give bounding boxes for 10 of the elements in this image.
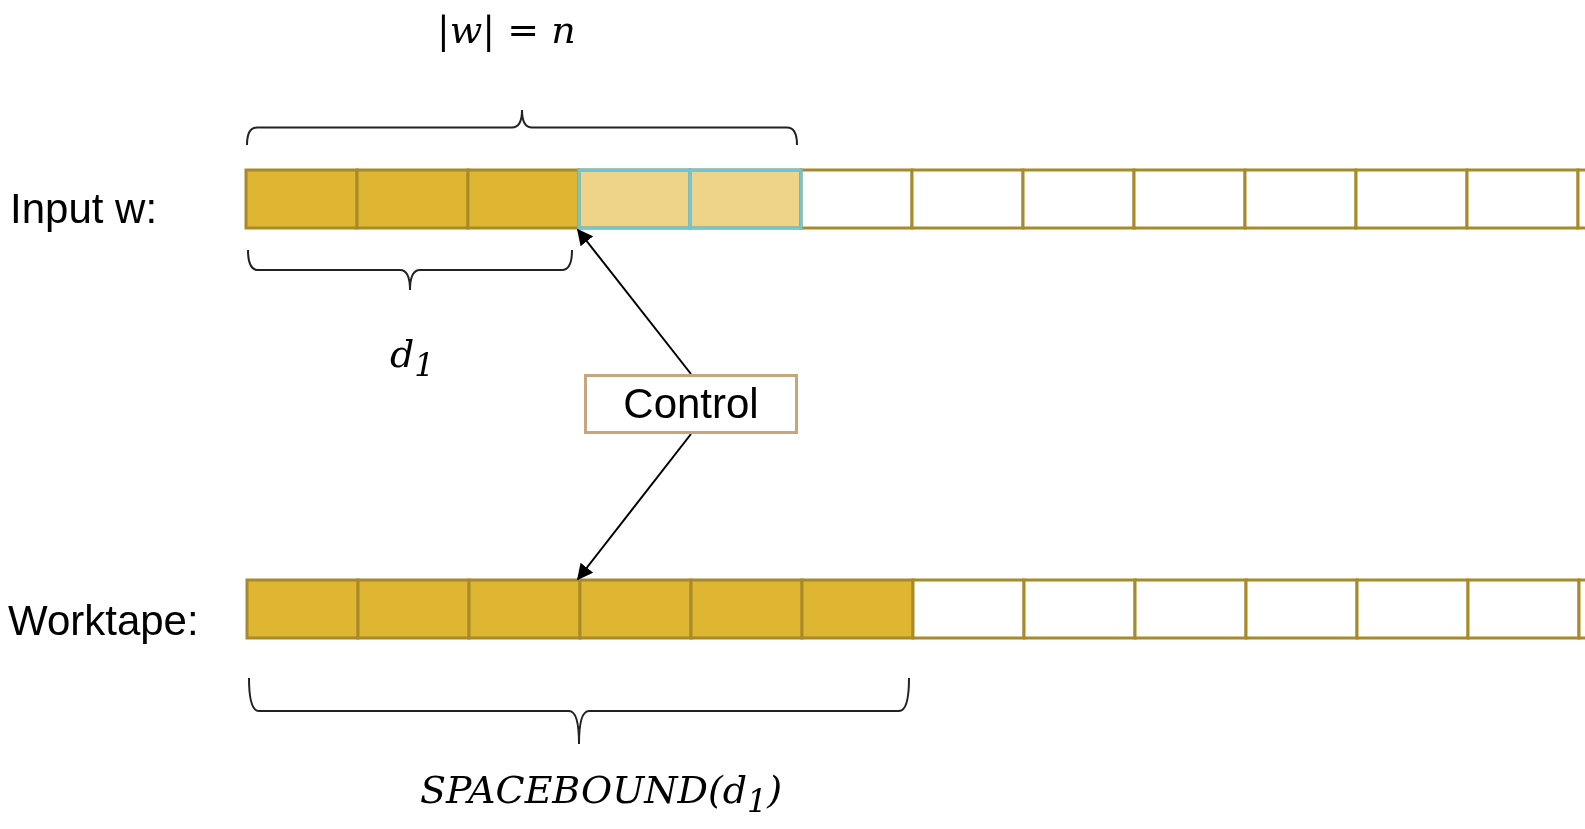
math-label: d$_{1}$ [390, 332, 435, 383]
control-box: Control [584, 374, 798, 434]
tape [244, 168, 1585, 230]
tape-label: Worktape: [8, 597, 199, 645]
arrow [577, 433, 692, 581]
tape-label: Input w: [10, 185, 158, 233]
arrow [577, 228, 692, 375]
length-formula: |w| = n [437, 8, 576, 52]
math-label: SPACEBOUND(d$_{1}$) [420, 768, 783, 819]
tape [245, 578, 1585, 640]
